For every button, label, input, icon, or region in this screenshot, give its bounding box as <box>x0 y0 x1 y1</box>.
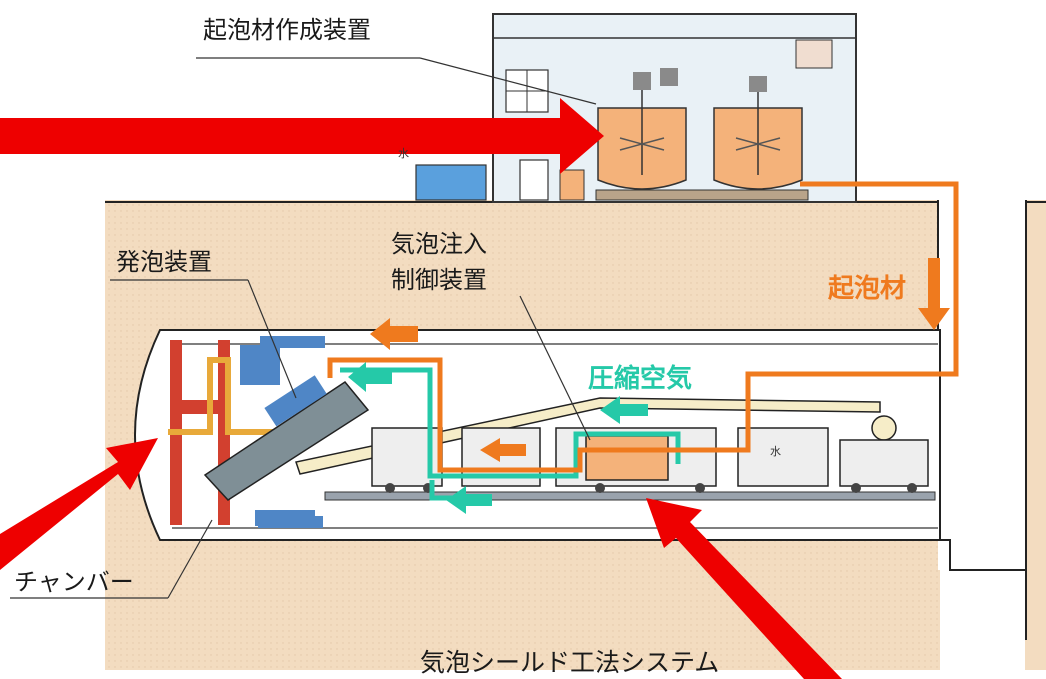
screw-conveyor <box>203 375 370 501</box>
leader-lines <box>10 57 597 599</box>
mixing-tanks <box>595 68 809 201</box>
highlight-arrow-bottom-left <box>0 438 158 570</box>
diagram-caption: 気泡シールド工法システム <box>420 648 720 677</box>
chamber-label: チャンバー <box>14 568 134 596</box>
water-label-building: 水 <box>398 147 409 160</box>
vertical-shaft <box>937 200 1027 640</box>
segment-props <box>258 336 325 528</box>
flow-arrow-foam-left-2 <box>480 438 526 462</box>
highlight-arrow-bottom-right <box>646 498 842 679</box>
foaming-device-label: 発泡装置 <box>116 248 212 276</box>
water-label-tunnel: 水 <box>770 445 781 458</box>
flow-arrow-foam-down <box>918 258 950 330</box>
foam-agent-line <box>327 181 959 473</box>
foam-agent-label: 起泡材 <box>828 274 907 304</box>
belt-conveyor <box>295 397 897 475</box>
highlight-arrow-top <box>0 98 604 174</box>
compressed-air-line <box>340 367 681 501</box>
compressed-air-label: 圧縮空気 <box>588 364 693 394</box>
flow-arrow-air-left-1 <box>348 362 392 392</box>
air-injection-label-line2: 制御装置 <box>391 266 487 294</box>
flow-arrow-foam-left <box>370 318 418 350</box>
flow-arrow-air-left-3 <box>446 486 492 514</box>
backup-trailers <box>371 427 929 493</box>
air-injection-label-line1: 気泡注入 <box>391 230 487 258</box>
flow-arrow-air-left-2 <box>600 396 648 424</box>
foam-agent-maker-label: 起泡材作成装置 <box>203 16 371 44</box>
